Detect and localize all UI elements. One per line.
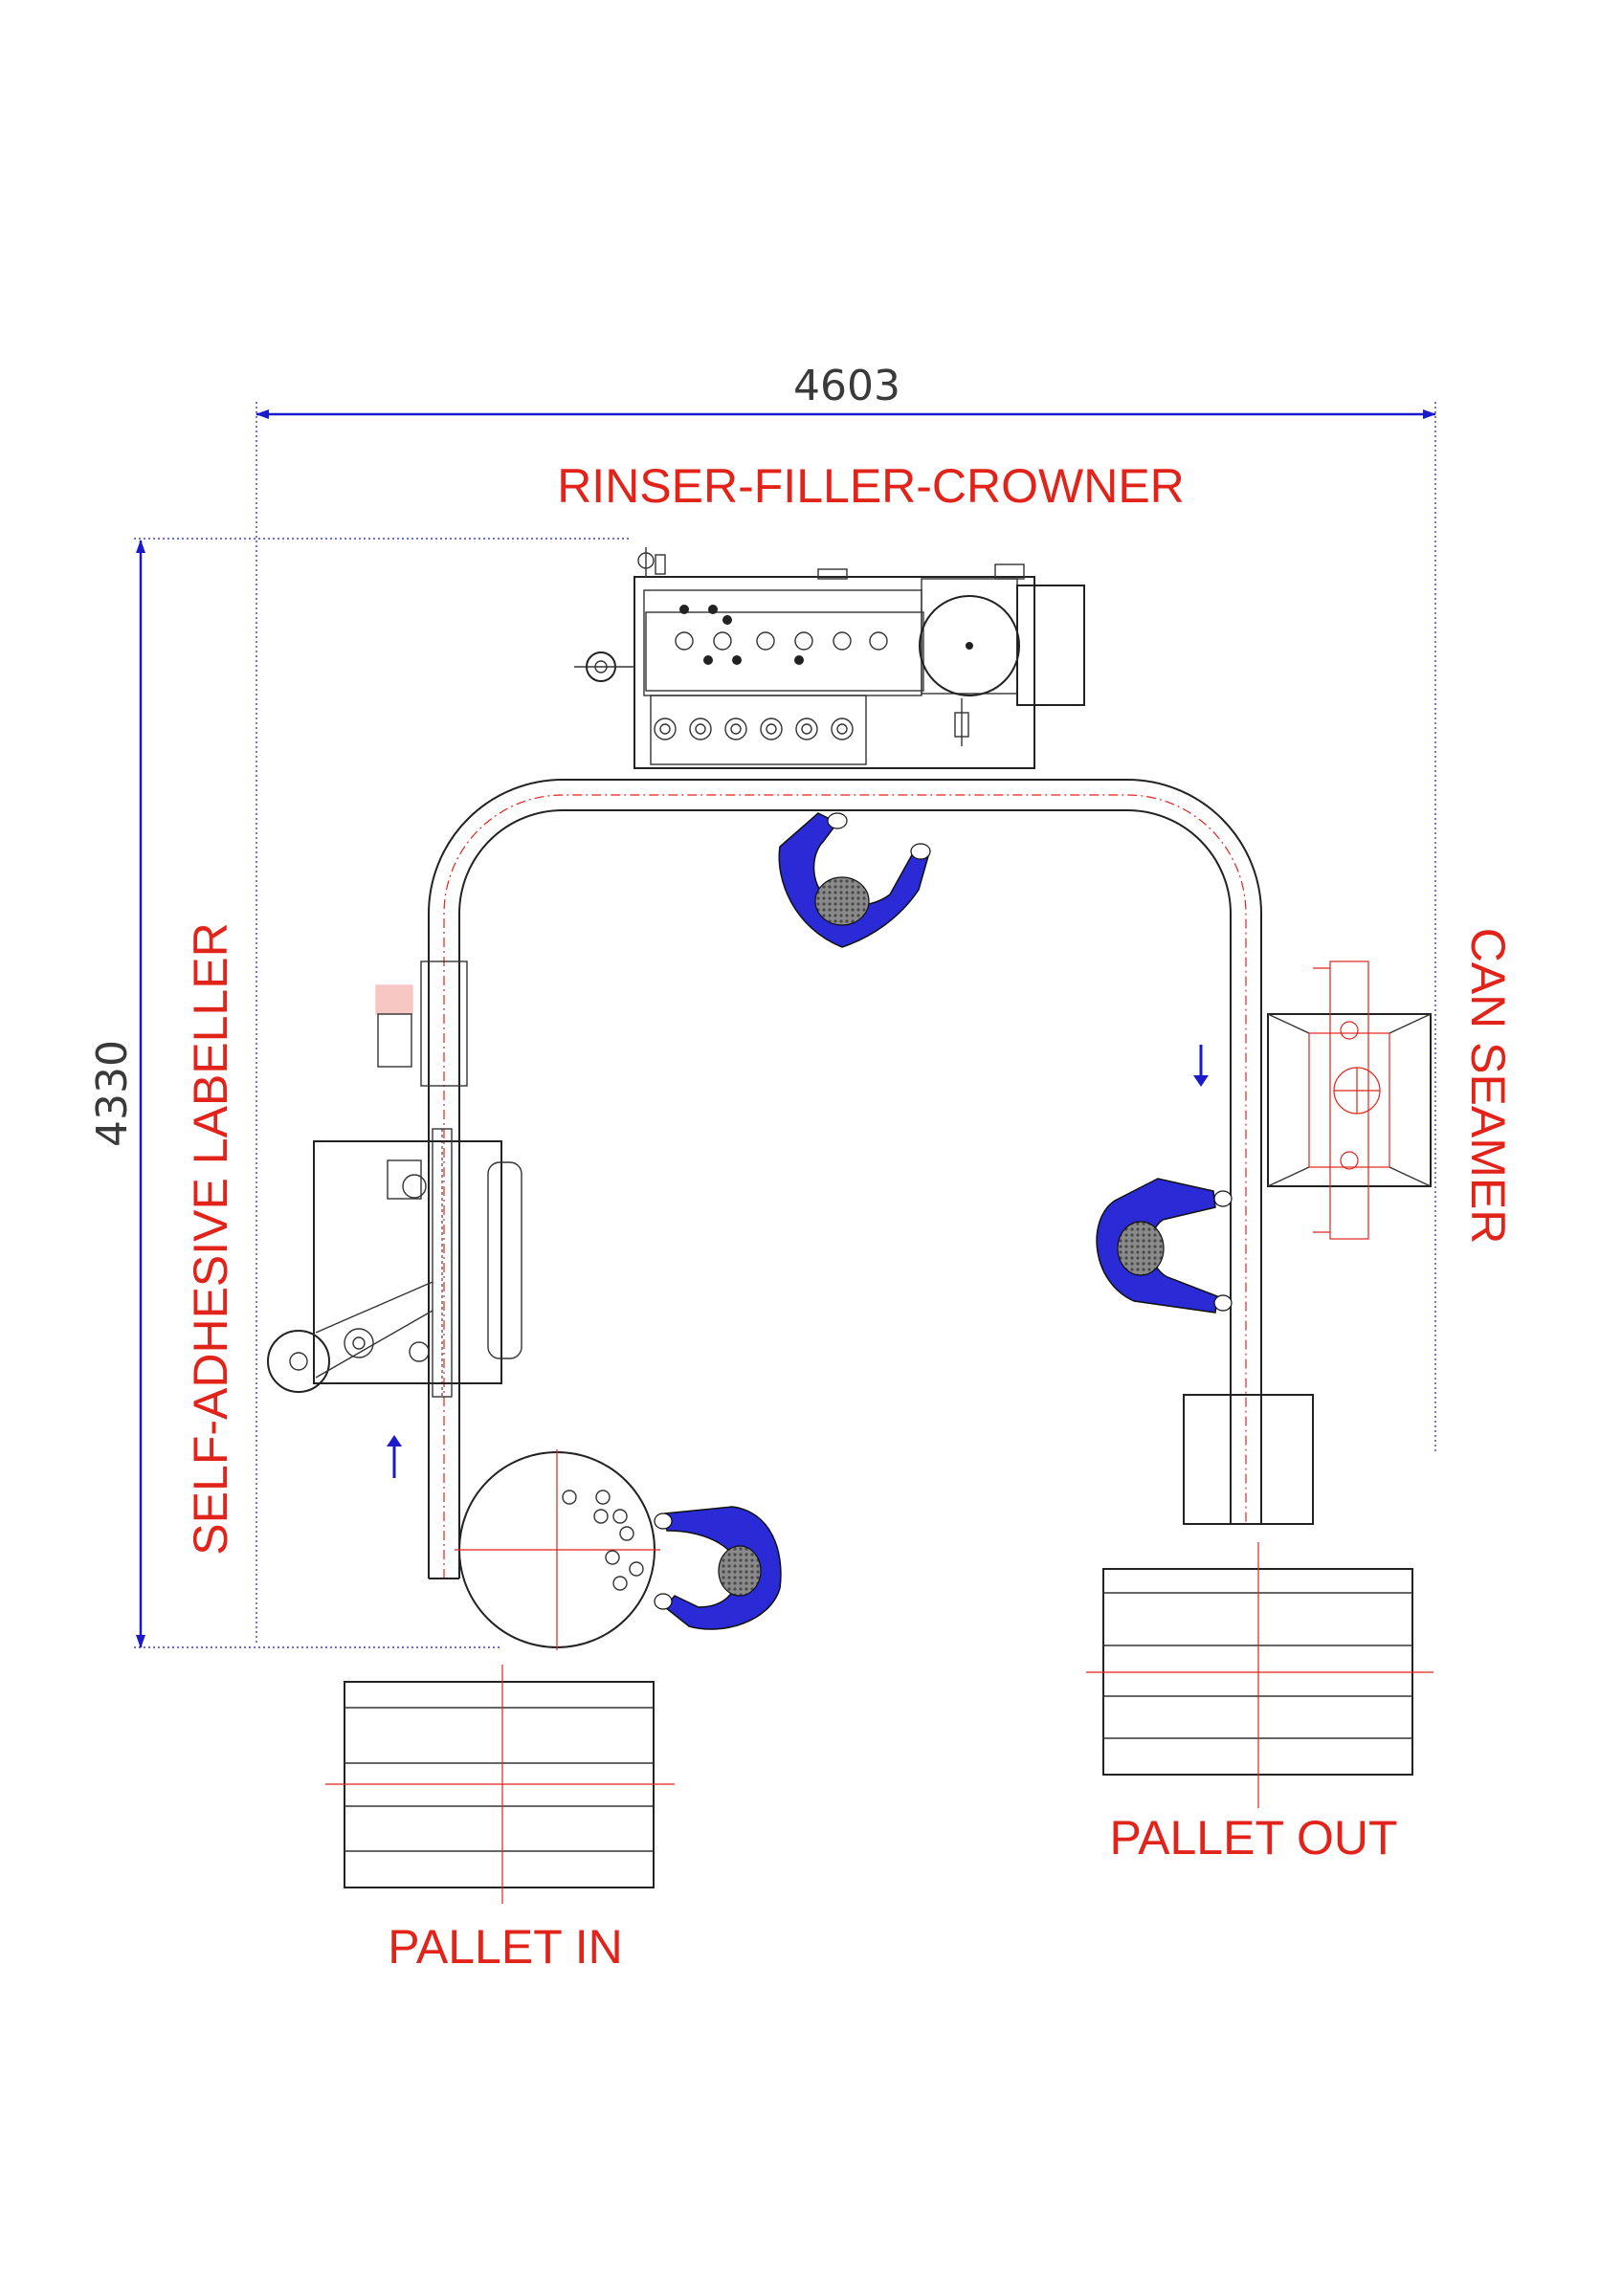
- discharge-table: [1183, 1394, 1314, 1525]
- rotary-accumulation-table: [455, 1449, 660, 1650]
- operator-seamer-icon: [1096, 1178, 1233, 1314]
- rinser-filler-crowner-label: RINSER-FILLER-CROWNER: [557, 459, 1185, 513]
- self-adhesive-labeller-machine: [267, 960, 522, 1398]
- width-dimension: 4603: [256, 362, 1436, 1645]
- conveyor: [428, 779, 1262, 1579]
- operator-filler-icon: [778, 812, 931, 948]
- can-seamer-machine: [1267, 960, 1432, 1240]
- rinser-filler-crowner-machine: [574, 547, 1085, 769]
- can-seamer-label: CAN SEAMER: [1461, 928, 1515, 1245]
- pallet-out: [1086, 1542, 1433, 1808]
- pallet-in: [325, 1665, 675, 1904]
- flow-arrow-up: [387, 1435, 402, 1478]
- height-dimension: 4330: [88, 538, 632, 1648]
- self-adhesive-labeller-label: SELF-ADHESIVE LABELLER: [184, 922, 237, 1555]
- pallet-in-label: PALLET IN: [388, 1920, 622, 1974]
- flow-arrow-down: [1193, 1045, 1209, 1087]
- width-dimension-value: 4603: [793, 362, 900, 410]
- pallet-out-label: PALLET OUT: [1109, 1811, 1397, 1865]
- height-dimension-value: 4330: [88, 1040, 137, 1147]
- operator-table-icon: [654, 1506, 782, 1630]
